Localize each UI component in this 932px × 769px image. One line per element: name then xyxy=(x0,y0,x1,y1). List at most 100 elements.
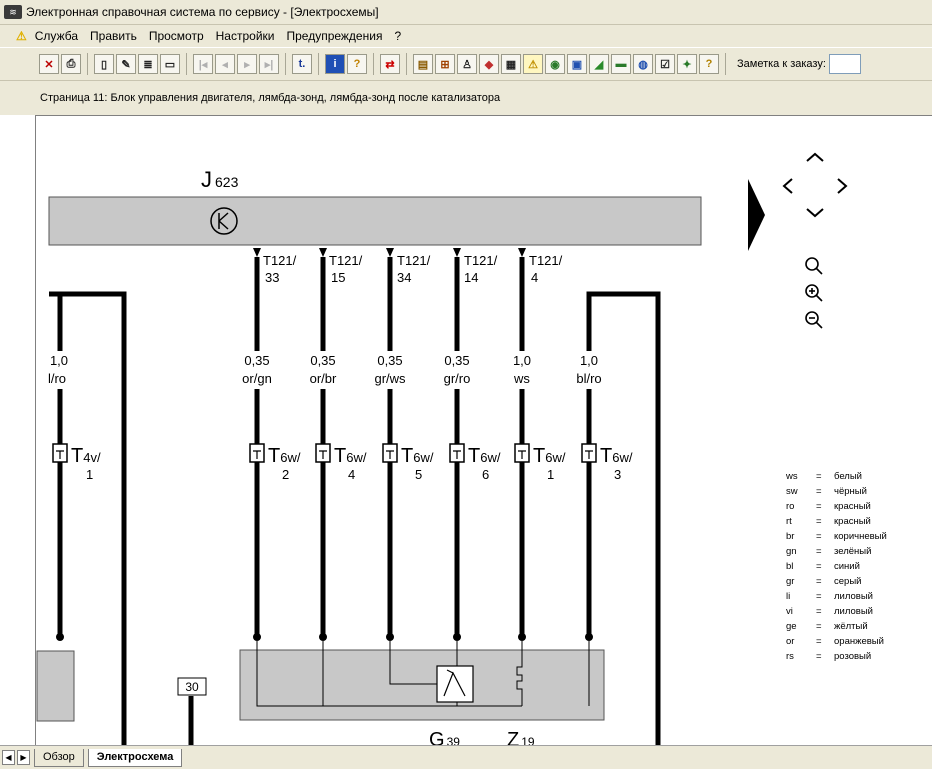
pin-number-3: 34 xyxy=(397,270,411,285)
wire-size-7: 1,0 xyxy=(580,353,598,368)
jump-icon[interactable]: t. xyxy=(292,54,312,74)
connector-glyph-3 xyxy=(319,450,327,459)
wire-label-bg-5 xyxy=(435,351,477,389)
connector-glyph-4 xyxy=(386,450,394,459)
zoom-icon[interactable] xyxy=(805,257,823,275)
pin-label-1: T121/ xyxy=(263,253,297,268)
menu-view[interactable]: Просмотр xyxy=(148,29,204,43)
lambda-sensor-body xyxy=(239,649,605,721)
print-icon[interactable]: ⎙ xyxy=(61,54,81,74)
search-vehicle-icon[interactable]: ◍ xyxy=(633,54,653,74)
scroll-up-icon[interactable] xyxy=(806,152,824,162)
sensor-internal-wire-1 xyxy=(256,641,522,707)
swap-icon[interactable]: ⇄ xyxy=(380,54,400,74)
order-note-input[interactable] xyxy=(828,54,861,74)
pin-label-2: T121/ xyxy=(329,253,363,268)
tab-wiring-diagram[interactable]: Электросхема xyxy=(87,748,183,767)
checklist-icon[interactable]: ☑ xyxy=(655,54,675,74)
continue-right-icon[interactable] xyxy=(748,179,765,251)
menu-warnings[interactable]: Предупреждения xyxy=(286,29,383,43)
zoom-in-icon[interactable] xyxy=(805,284,823,302)
warning-toolbar-icon[interactable]: ⚠ xyxy=(523,54,543,74)
menu-settings[interactable]: Настройки xyxy=(215,29,275,43)
wire-end-5 xyxy=(453,633,461,641)
connector-glyph-6 xyxy=(518,450,526,459)
pin-number-1: 33 xyxy=(265,270,279,285)
wire-color-6: ws xyxy=(513,371,530,386)
connector-glyph-5 xyxy=(453,450,461,459)
terminal-30-box xyxy=(177,677,207,696)
form-icon[interactable]: ▣ xyxy=(567,54,587,74)
connector-pin-6: 1 xyxy=(547,467,554,482)
wire-size-4: 0,35 xyxy=(377,353,402,368)
prev-page-icon[interactable]: ◂ xyxy=(215,54,235,74)
pin-arrow-2 xyxy=(319,248,327,257)
connector-pin-1: 1 xyxy=(86,467,93,482)
book-icon[interactable]: ◆ xyxy=(479,54,499,74)
car-icon[interactable]: ▬ xyxy=(611,54,631,74)
connector-label-7: T6w/ xyxy=(600,445,633,467)
vehicle-icon[interactable]: ▭ xyxy=(160,54,180,74)
next-page-icon[interactable]: ▸ xyxy=(237,54,257,74)
page-title: Страница 11: Блок управления двигателя, … xyxy=(40,92,501,104)
order-note-label: Заметка к заказу: xyxy=(737,58,826,70)
tools-icon[interactable]: ✦ xyxy=(677,54,697,74)
wire-size-2: 0,35 xyxy=(244,353,269,368)
question-icon[interactable]: ? xyxy=(347,54,367,74)
tab-scroll-left-icon[interactable]: ◀ xyxy=(2,750,15,765)
menu-help[interactable]: ? xyxy=(394,29,402,43)
pin-number-2: 15 xyxy=(331,270,345,285)
globe-icon[interactable]: ◉ xyxy=(545,54,565,74)
first-page-icon[interactable]: |◂ xyxy=(193,54,213,74)
connector-label-5: T6w/ xyxy=(468,445,501,467)
info-icon[interactable]: i xyxy=(325,54,345,74)
left-component xyxy=(36,650,75,722)
edit-document-icon[interactable]: ✎ xyxy=(116,54,136,74)
last-page-icon[interactable]: ▸| xyxy=(259,54,279,74)
list-icon[interactable]: ▦ xyxy=(501,54,521,74)
tab-scroll-right-icon[interactable]: ▶ xyxy=(17,750,30,765)
wire-size-1: 1,0 xyxy=(50,353,68,368)
legend-row: ws=белый xyxy=(786,471,862,482)
legend-row: bl=синий xyxy=(786,561,860,572)
legend-row: vi=лиловый xyxy=(786,606,873,617)
help-book-icon[interactable]: ? xyxy=(699,54,719,74)
wire-end-3 xyxy=(319,633,327,641)
exit-icon[interactable]: ✕ xyxy=(39,54,59,74)
wire-label-bg-7 xyxy=(571,351,607,389)
wire-end-2 xyxy=(253,633,261,641)
person-icon[interactable]: ♙ xyxy=(457,54,477,74)
connector-label-4: T6w/ xyxy=(401,445,434,467)
grid-icon[interactable]: ⊞ xyxy=(435,54,455,74)
wire-end-7 xyxy=(585,633,593,641)
heater-element-z19 xyxy=(516,641,523,706)
pin-number-5: 4 xyxy=(531,270,538,285)
wire-label-bg-4 xyxy=(368,351,412,389)
menu-service[interactable]: Служба xyxy=(34,29,79,43)
connector-glyph-1 xyxy=(56,450,64,459)
sensor-element-g39 xyxy=(436,665,474,703)
scroll-left-icon[interactable] xyxy=(782,178,793,194)
connector-label-2: T6w/ xyxy=(268,445,301,467)
scroll-right-icon[interactable] xyxy=(837,178,848,194)
document-icon[interactable]: ▤ xyxy=(413,54,433,74)
brush-icon[interactable]: ◢ xyxy=(589,54,609,74)
notes-icon[interactable]: ≣ xyxy=(138,54,158,74)
lambda-symbol-icon xyxy=(443,669,466,697)
menu-edit[interactable]: Править xyxy=(90,29,137,43)
window-title: Электронная справочная система по сервис… xyxy=(26,5,379,19)
zoom-out-icon[interactable] xyxy=(805,311,823,329)
connector-glyph-7 xyxy=(585,450,593,459)
new-document-icon[interactable]: ▯ xyxy=(94,54,114,74)
wire-color-7: bl/ro xyxy=(576,371,601,386)
left-gutter xyxy=(0,115,35,745)
legend-row: ge=жёлтый xyxy=(786,621,868,632)
wire-label-bg-2 xyxy=(238,351,278,389)
pin-arrow-1 xyxy=(253,248,261,257)
tab-overview[interactable]: Обзор xyxy=(34,748,84,767)
scroll-down-icon[interactable] xyxy=(806,208,824,218)
